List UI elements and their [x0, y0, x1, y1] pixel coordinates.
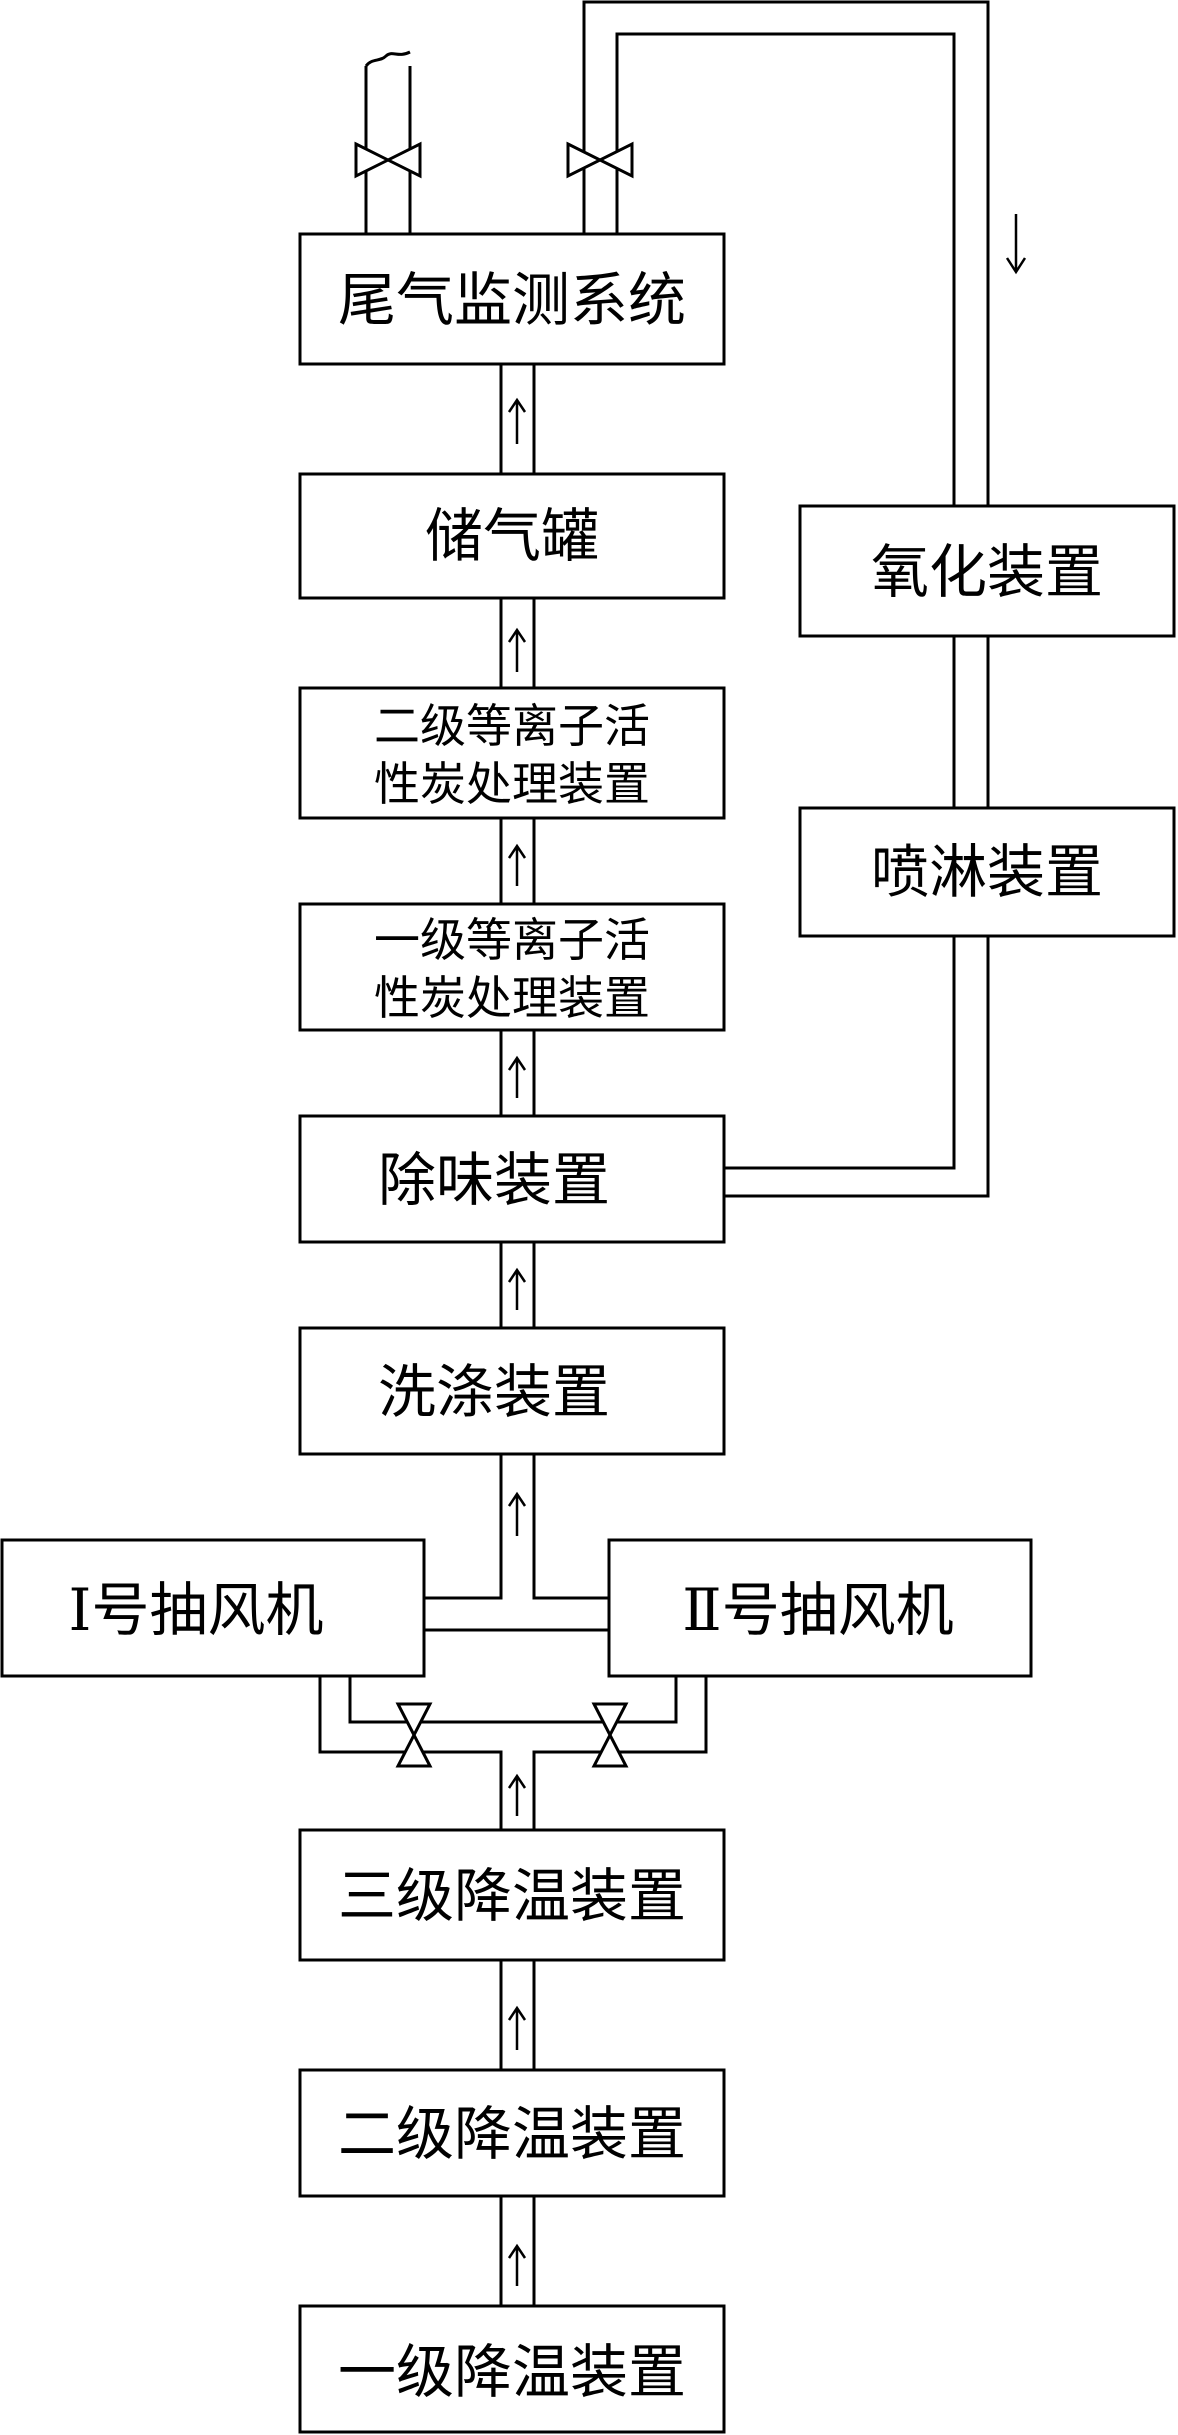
arrow-up-icon	[507, 397, 527, 444]
valve-icon[interactable]	[395, 1702, 433, 1768]
box-cool3[interactable]: 三级降温装置	[298, 1828, 726, 1962]
valve-icon[interactable]	[566, 141, 634, 179]
pipe-exhaust-break	[364, 50, 411, 68]
pipe-return-outer	[582, 0, 990, 1198]
pipe-return-inner	[615, 32, 956, 1170]
arrow-up-icon	[507, 2243, 527, 2286]
arrow-up-icon	[507, 1055, 527, 1098]
box-oxidizer[interactable]: 氧化装置	[798, 504, 1176, 638]
valve-icon[interactable]	[591, 1702, 629, 1768]
arrow-up-icon	[507, 627, 527, 672]
box-fan1[interactable]: Ⅰ号抽风机	[0, 1538, 426, 1678]
box-sprayer[interactable]: 喷淋装置	[798, 806, 1176, 938]
arrow-up-icon	[507, 2005, 527, 2050]
label-cool1: 一级降温装置	[338, 2338, 686, 2406]
label-stage2-plasma-line1: 二级等离子活	[374, 699, 650, 753]
valve-icon[interactable]	[354, 141, 422, 179]
box-tail-gas-monitor[interactable]: 尾气监测系统	[298, 232, 726, 366]
label-fan1: Ⅰ号抽风机	[69, 1576, 324, 1644]
arrow-up-icon	[507, 1773, 527, 1816]
label-tail-gas-monitor: 尾气监测系统	[338, 266, 686, 334]
arrow-down-icon	[1005, 214, 1027, 275]
box-cool1[interactable]: 一级降温装置	[298, 2304, 726, 2434]
label-cool3: 三级降温装置	[338, 1862, 686, 1930]
label-stage1-plasma-line1: 一级等离子活	[374, 913, 650, 967]
arrow-up-icon	[507, 1491, 527, 1536]
box-gas-tank[interactable]: 储气罐	[298, 472, 726, 600]
label-washer: 洗涤装置	[378, 1358, 610, 1426]
label-sprayer: 喷淋装置	[871, 838, 1103, 906]
box-stage1-plasma[interactable]: 一级等离子活 性炭处理装置	[298, 902, 726, 1032]
pipe-cool3-to-fans	[318, 1676, 708, 1830]
valves	[354, 141, 634, 1768]
box-stage2-plasma[interactable]: 二级等离子活 性炭处理装置	[298, 686, 726, 820]
pipe-washer-to-fans	[424, 1454, 609, 1632]
flow-arrows	[507, 214, 1027, 2286]
box-washer[interactable]: 洗涤装置	[298, 1326, 726, 1456]
label-stage1-plasma-line2: 性炭处理装置	[374, 971, 650, 1025]
label-gas-tank: 储气罐	[425, 502, 599, 570]
arrow-up-icon	[507, 1267, 527, 1310]
label-deodorizer: 除味装置	[378, 1146, 610, 1214]
box-cool2[interactable]: 二级降温装置	[298, 2068, 726, 2198]
label-cool2: 二级降温装置	[338, 2100, 686, 2168]
label-fan2: Ⅱ号抽风机	[682, 1576, 953, 1644]
box-deodorizer[interactable]: 除味装置	[298, 1114, 726, 1244]
arrow-up-icon	[507, 843, 527, 886]
label-oxidizer: 氧化装置	[871, 538, 1103, 606]
pipe-exhaust-left	[364, 66, 412, 234]
label-stage2-plasma-line2: 性炭处理装置	[374, 757, 650, 811]
box-fan2[interactable]: Ⅱ号抽风机	[607, 1538, 1033, 1678]
